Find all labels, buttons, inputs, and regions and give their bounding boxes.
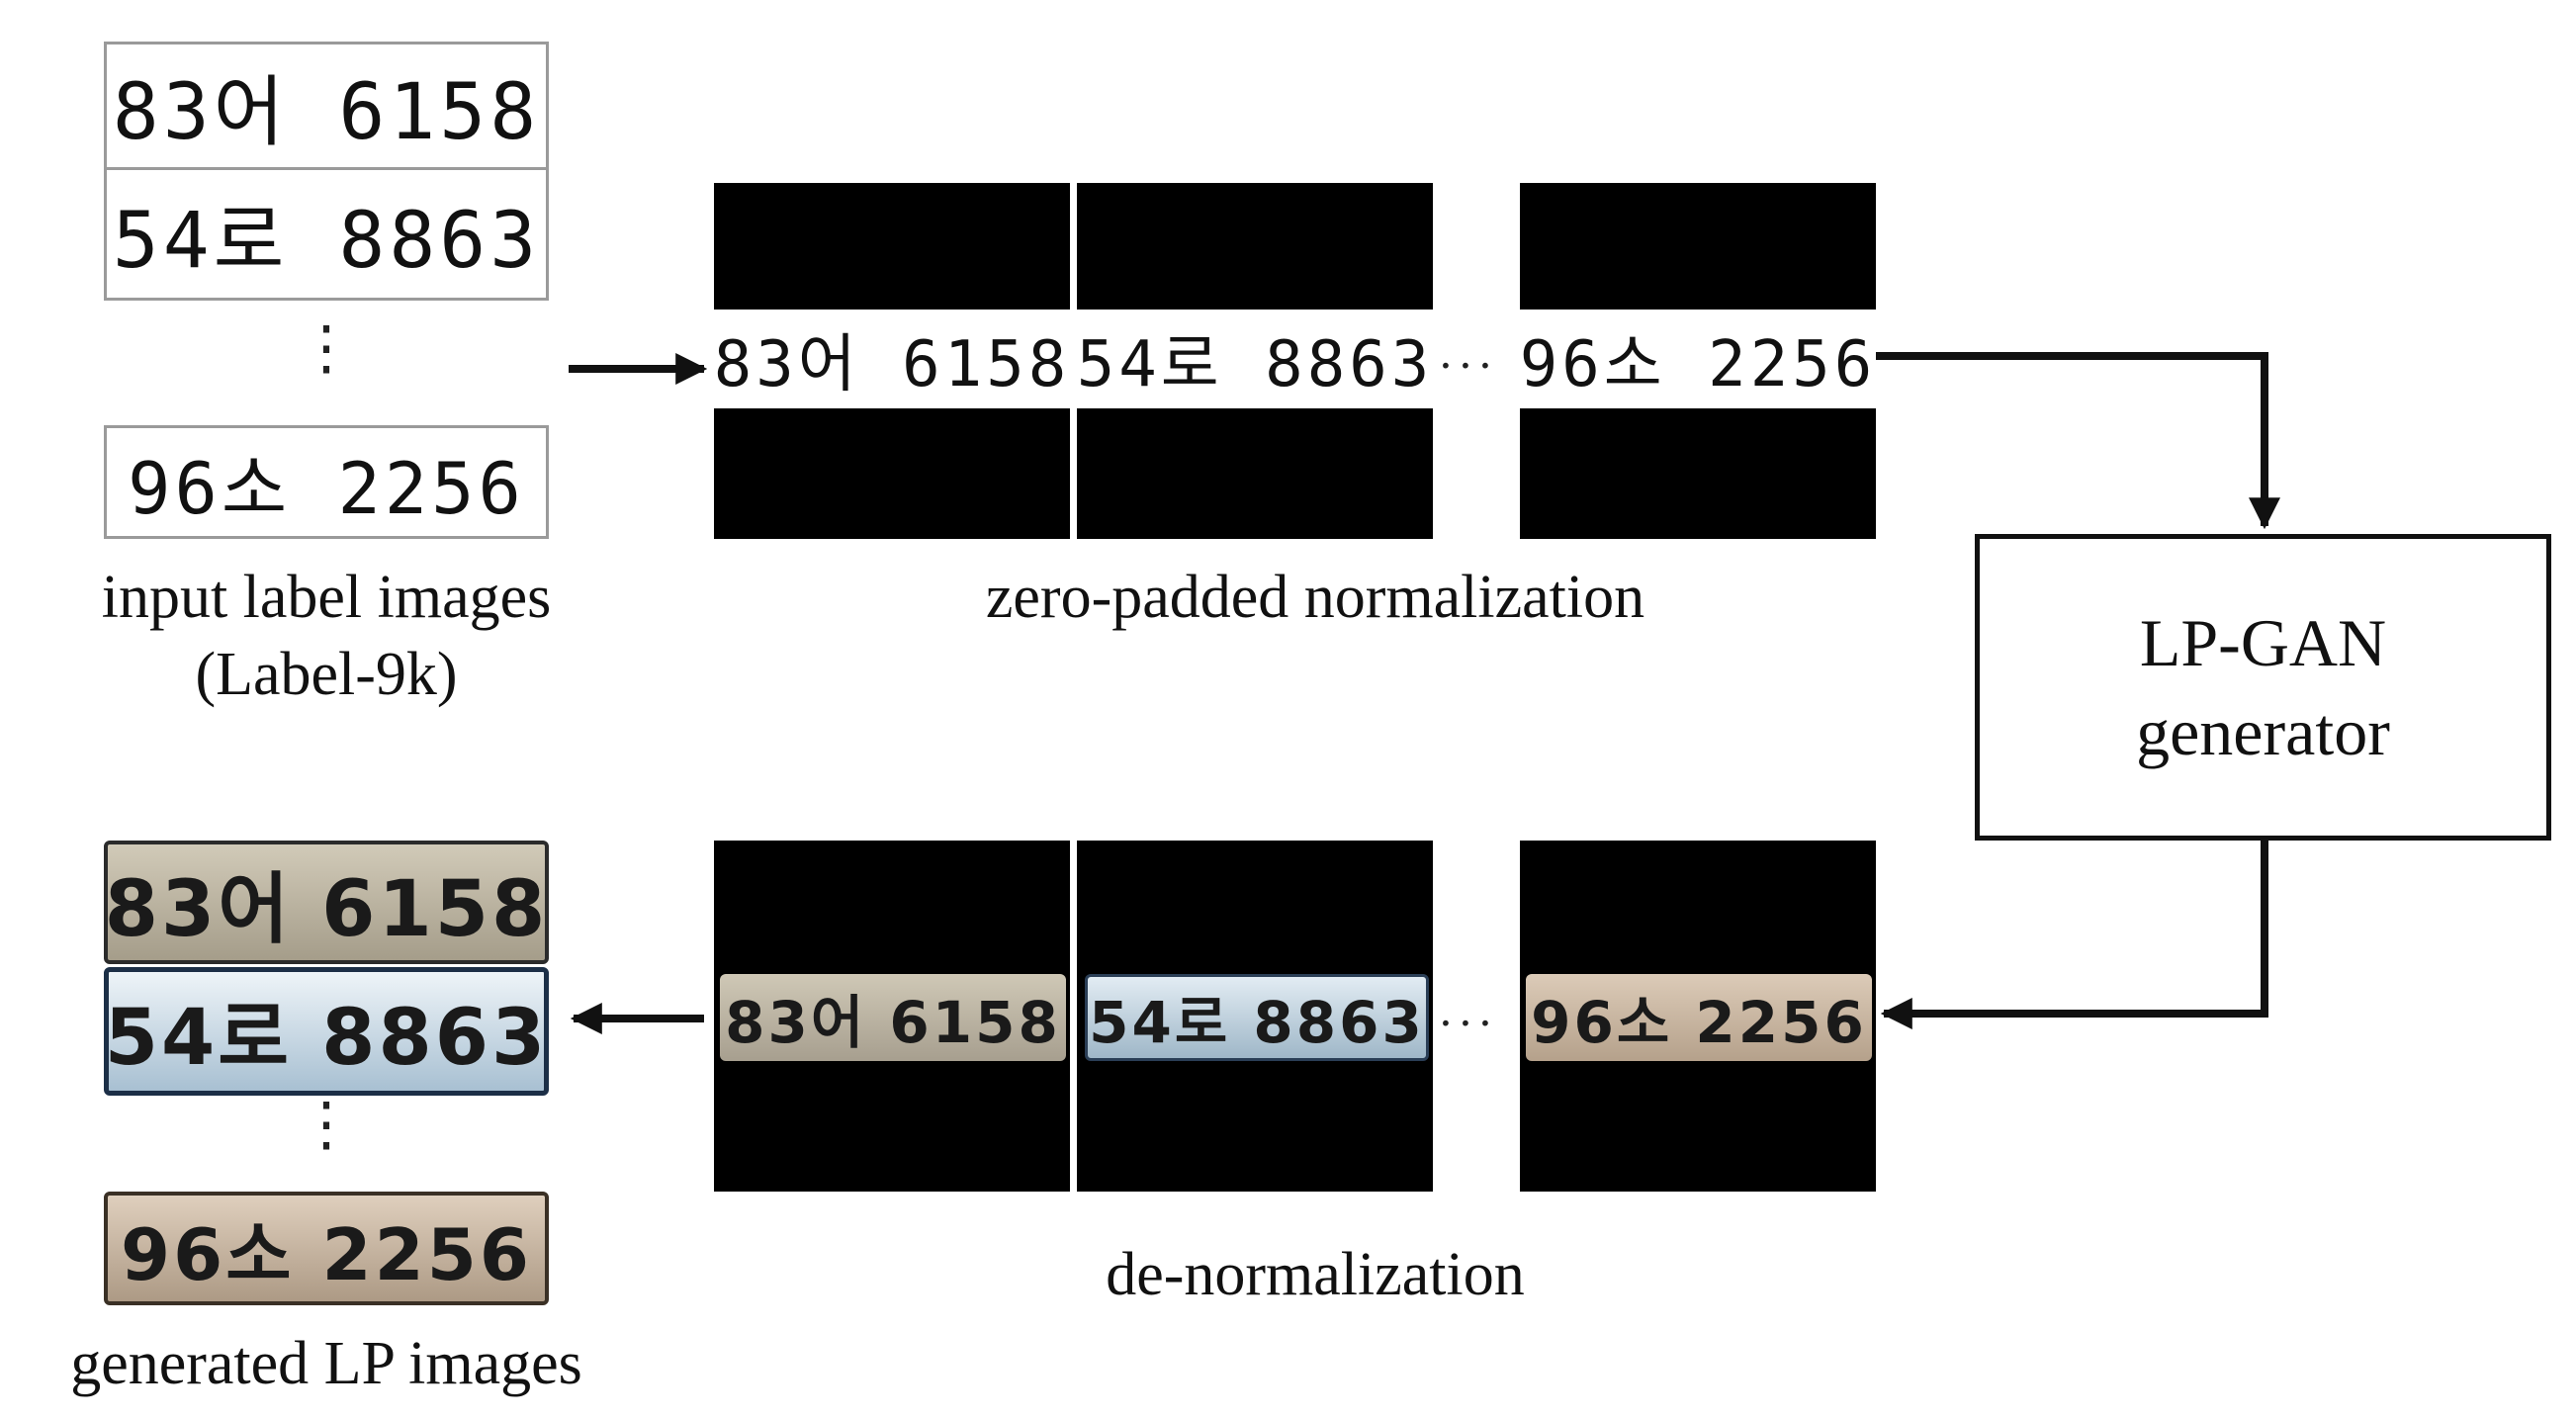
generator-label-line-2: generator xyxy=(2136,694,2390,769)
normalized-plate-1: 83어 6158 xyxy=(714,310,1070,408)
lp-gan-generator-box: LP-GAN generator xyxy=(1975,534,2551,841)
normalized-plate-3: 96소 2256 xyxy=(1520,310,1876,408)
input-caption-line-1: input label images xyxy=(101,564,552,631)
generated-plate-3: 96소 2256 xyxy=(104,1192,549,1305)
plate-text: 83어 6158 xyxy=(112,68,541,157)
generator-label-line-1: LP-GAN xyxy=(2139,605,2387,680)
input-label-plate-2: 54로 8863 xyxy=(104,167,549,301)
plate-text: 96소 2256 xyxy=(121,1213,532,1296)
denormalized-plate-3: 96소 2256 xyxy=(1526,974,1872,1061)
normalized-tile-1: 83어 6158 xyxy=(714,183,1070,539)
denormalized-plate-2: 54로 8863 xyxy=(1085,974,1429,1061)
denormalized-tile-2: 54로 8863 xyxy=(1077,841,1433,1192)
arrow-generator-to-denormalization xyxy=(1880,841,2268,1029)
plate-text: 83어 6158 xyxy=(104,864,549,954)
normalized-tile-2: 54로 8863 xyxy=(1077,183,1433,539)
generated-ellipsis: ⋮ xyxy=(297,1090,356,1159)
generated-caption: generated LP images xyxy=(70,1330,582,1397)
input-caption-line-2: (Label-9k) xyxy=(195,641,458,708)
plate-text: 54로 8863 xyxy=(104,994,549,1083)
arrow-normalization-to-generator xyxy=(1876,352,2280,530)
plate-text: 96소 2256 xyxy=(128,447,525,530)
input-ellipsis: ⋮ xyxy=(297,313,356,383)
normalized-ellipsis: ··· xyxy=(1439,341,1498,392)
denormalized-plate-1: 83어 6158 xyxy=(720,974,1066,1061)
de-normalization-caption: de-normalization xyxy=(1106,1241,1525,1308)
zero-padded-caption: zero-padded normalization xyxy=(985,564,1645,631)
denormalized-tile-3: 96소 2256 xyxy=(1520,841,1876,1192)
generated-plate-2: 54로 8863 xyxy=(104,967,549,1096)
plate-text: 54로 8863 xyxy=(112,196,541,286)
normalized-plate-2: 54로 8863 xyxy=(1077,310,1433,408)
denormalized-tile-1: 83어 6158 xyxy=(714,841,1070,1192)
input-label-plate-1: 83어 6158 xyxy=(104,42,549,170)
input-caption: input label images (Label-9k) xyxy=(20,559,633,713)
normalized-tile-3: 96소 2256 xyxy=(1520,183,1876,539)
generated-plate-1: 83어 6158 xyxy=(104,841,549,964)
denormalized-ellipsis: ··· xyxy=(1439,999,1498,1049)
input-label-plate-3: 96소 2256 xyxy=(104,425,549,539)
